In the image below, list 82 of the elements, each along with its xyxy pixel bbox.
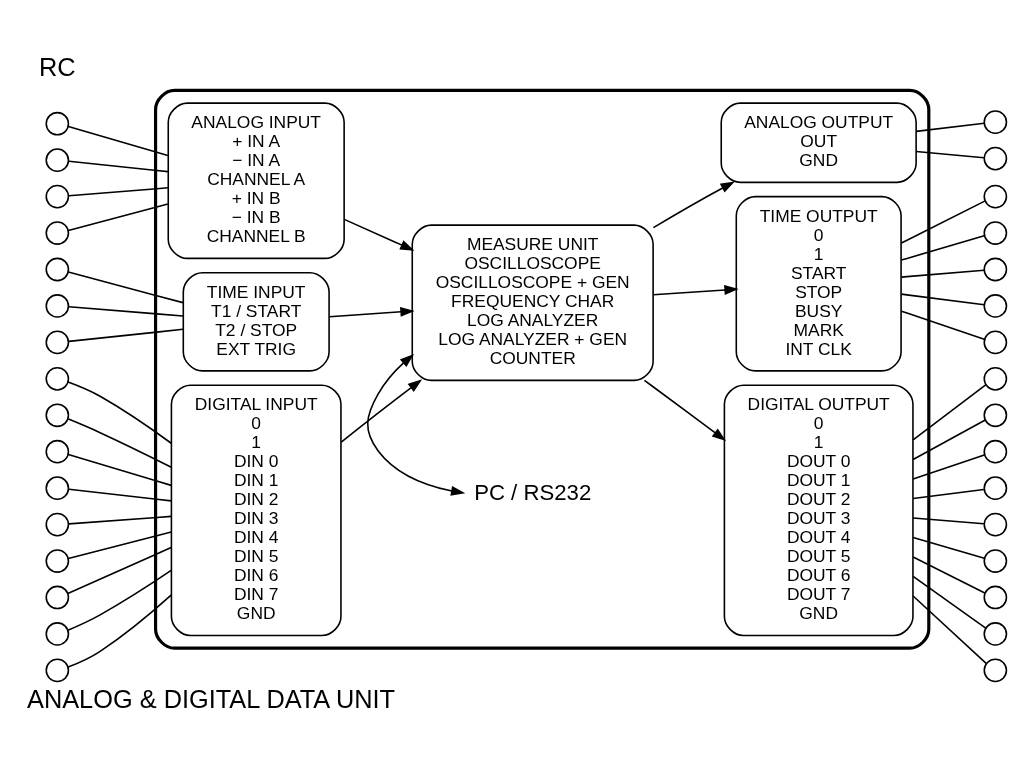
node-box: MEASURE UNIT OSCILLOSCOPE OSCILLOSCOPE + GEN FREQUENCY CHAR LOG ANALYZER LOG ANALYZER + GEN COUNTER (411, 224, 654, 382)
connector (912, 488, 985, 500)
node-box: DIGITAL OUTPUT 0 1 DOUT 0 DOUT 1 DOUT 2 DOUT 3 DOUT 4 DOUT 5 DOUT 6 DOUT 7 GND (723, 384, 914, 637)
node-circle (983, 476, 1008, 501)
node-circle (983, 403, 1008, 428)
connector (67, 271, 184, 304)
node-circle (983, 366, 1008, 391)
node-circle (983, 184, 1008, 209)
connector (67, 418, 173, 469)
node-circle (983, 439, 1008, 464)
connector (900, 235, 985, 261)
connector (67, 125, 169, 157)
connector (68, 488, 173, 502)
arrow (366, 354, 466, 496)
connector (912, 536, 986, 560)
connector (900, 200, 986, 244)
connector (912, 454, 986, 480)
node-circle (983, 221, 1008, 245)
connector (68, 160, 169, 173)
arrow (343, 218, 415, 251)
connector (912, 575, 987, 629)
node-box: TIME OUTPUT 0 1 START STOP BUSY MARK INT CLK (735, 195, 902, 372)
connector (912, 556, 986, 594)
node-circle (983, 146, 1008, 171)
node-circle (45, 439, 70, 464)
connector (67, 594, 172, 668)
connector (68, 515, 173, 525)
node-circle (45, 512, 70, 537)
node-circle (983, 622, 1008, 646)
connector (912, 595, 987, 665)
node-circle (45, 257, 70, 282)
label: RC (39, 52, 76, 81)
node-circle (45, 585, 70, 610)
node-text: PC / RS232 (474, 480, 592, 506)
node-circle (983, 330, 1008, 355)
node-circle (45, 622, 70, 646)
node-circle (45, 549, 70, 573)
cluster (154, 88, 931, 650)
connector (900, 310, 985, 340)
node-box: DIGITAL INPUT 0 1 DIN 0 DIN 1 DIN 2 DIN 3 DIN 4 DIN 5 DIN 6 DIN 7 GND (170, 384, 342, 637)
node-box: ANALOG INPUT + IN A − IN A CHANNEL A + IN B − IN B CHANNEL B (167, 102, 345, 260)
arrow (652, 285, 739, 296)
node-circle (983, 512, 1008, 537)
node-circle (45, 658, 70, 683)
connector (67, 569, 172, 632)
connector (67, 546, 172, 595)
caption: ANALOG & DIGITAL DATA UNIT (27, 685, 396, 714)
node-circle (45, 403, 70, 428)
arrow (652, 181, 735, 229)
node-circle (45, 330, 70, 355)
node-circle (45, 476, 70, 501)
connector (68, 187, 169, 197)
connector (915, 150, 985, 159)
connector (67, 453, 172, 487)
node-box: TIME INPUT T1 / START T2 / STOP EXT TRIG (182, 271, 330, 372)
connector (67, 203, 169, 232)
connector (68, 328, 184, 343)
node-circle (45, 366, 70, 391)
connector (67, 381, 173, 445)
arrow (328, 306, 415, 318)
node-circle (45, 148, 70, 173)
node-box: ANALOG OUTPUT OUT GND (720, 102, 917, 184)
node-circle (983, 658, 1008, 683)
node-circle (45, 184, 70, 209)
connector (68, 305, 184, 317)
connector (67, 531, 172, 560)
connector (912, 419, 987, 461)
connector (900, 269, 985, 278)
node-circle (983, 294, 1008, 318)
node-circle (983, 585, 1008, 610)
node-circle (983, 257, 1008, 282)
node-circle (45, 294, 70, 318)
node-circle (45, 221, 70, 245)
node-circle (983, 549, 1008, 573)
node-circle (45, 111, 70, 136)
connector (915, 122, 986, 133)
connector (900, 293, 985, 306)
arrow (643, 379, 727, 441)
connector (912, 384, 987, 441)
arrow (340, 379, 423, 443)
connector (912, 517, 985, 525)
node-circle (983, 110, 1008, 135)
